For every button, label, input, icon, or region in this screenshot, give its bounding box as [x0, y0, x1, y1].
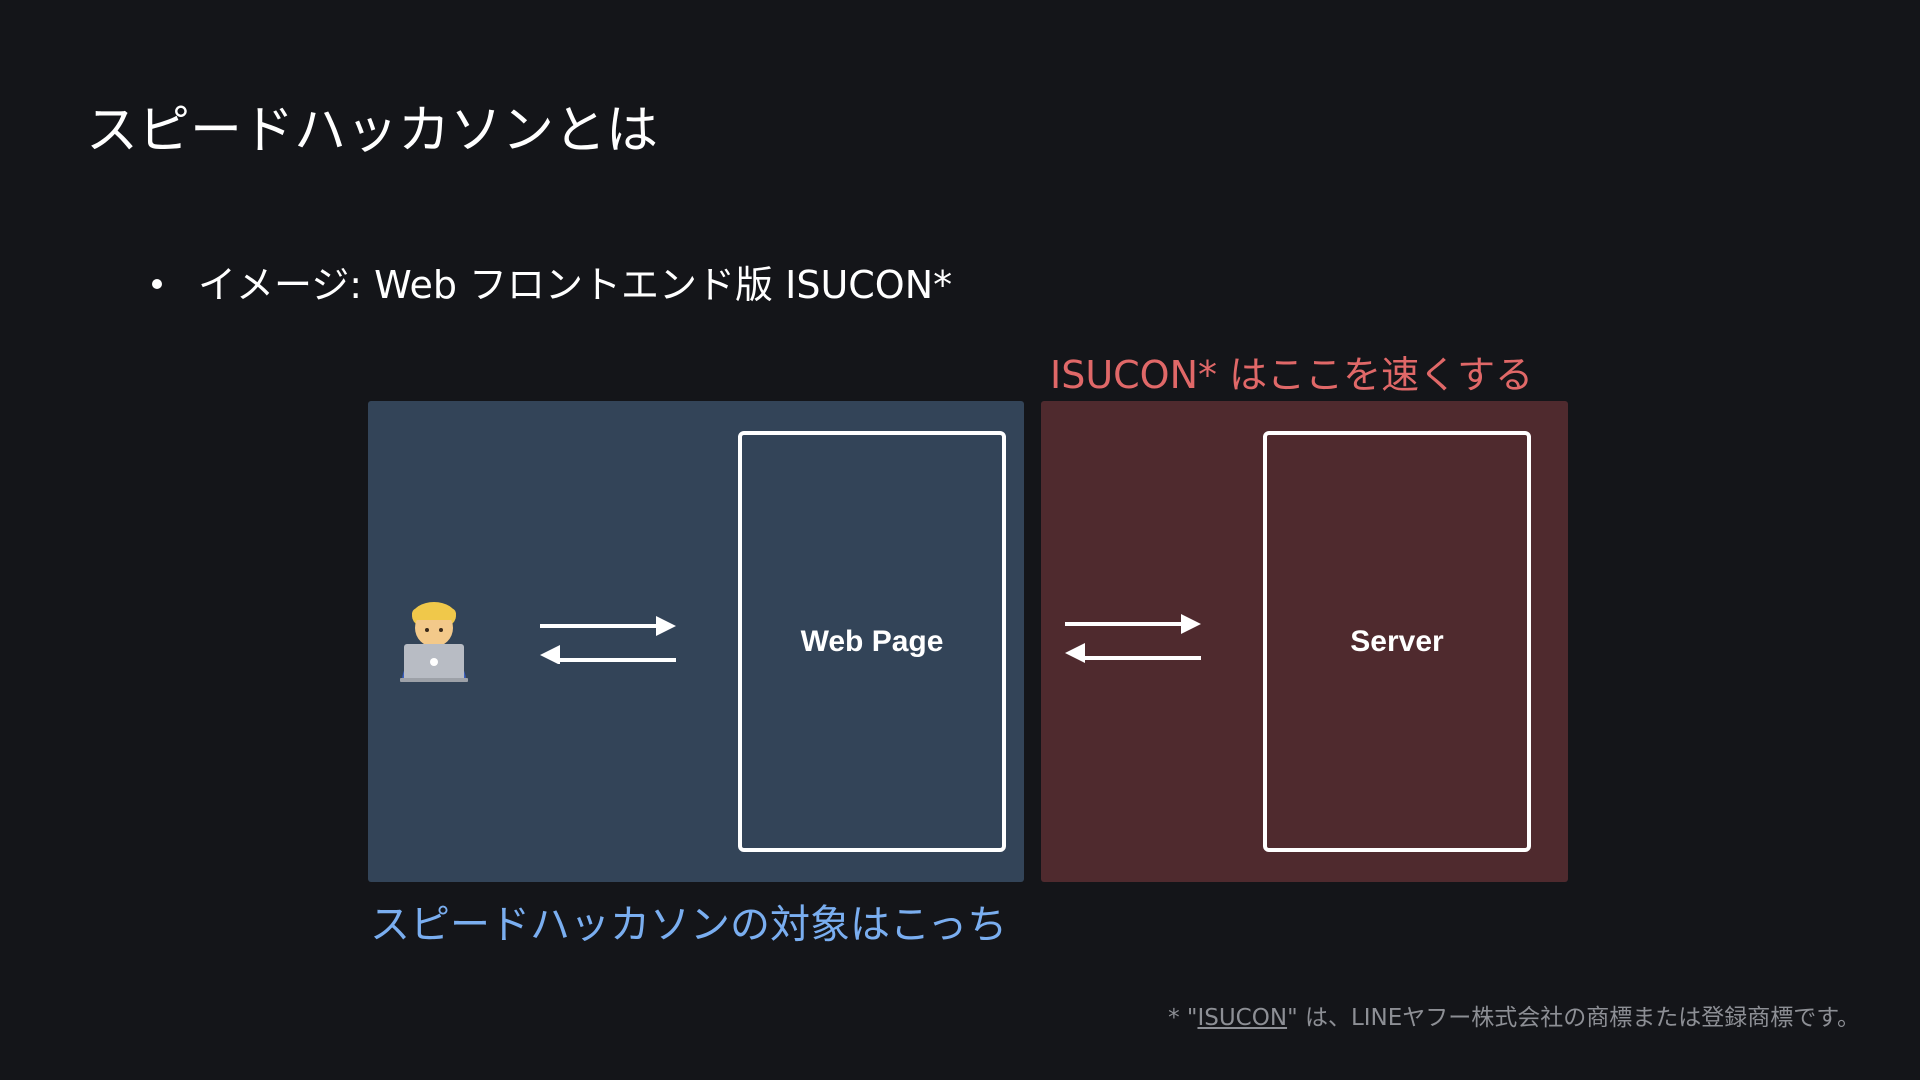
slide-title: スピードハッカソンとは [86, 101, 659, 161]
frontend-panel [368, 401, 1024, 882]
bullet-text: イメージ: Web フロントエンド版 ISUCON* [198, 263, 953, 307]
web-page-box: Web Page [738, 431, 1006, 852]
server-label: Server [1350, 624, 1444, 658]
developer-with-laptop-icon [400, 602, 468, 682]
bidirectional-arrows-icon [1065, 614, 1201, 663]
web-page-label: Web Page [800, 624, 944, 658]
server-box: Server [1263, 431, 1531, 852]
bidirectional-arrows-icon [540, 616, 676, 664]
isucon-link[interactable]: ISUCON [1197, 1005, 1288, 1031]
footnote-suffix: " は、LINEヤフー株式会社の商標または登録商標です。 [1287, 1005, 1860, 1031]
trademark-footnote: * "ISUCON" は、LINEヤフー株式会社の商標または登録商標です。 [1168, 998, 1860, 1032]
bullet-item: イメージ: Web フロントエンド版 ISUCON* [152, 254, 952, 309]
bullet-dot [152, 278, 162, 289]
footnote-prefix: * " [1168, 1005, 1198, 1031]
server-panel [1041, 401, 1568, 882]
frontend-caption: スピードハッカソンの対象はこっち [370, 902, 1008, 948]
isucon-caption: ISUCON* はここを速くする [1050, 353, 1534, 397]
